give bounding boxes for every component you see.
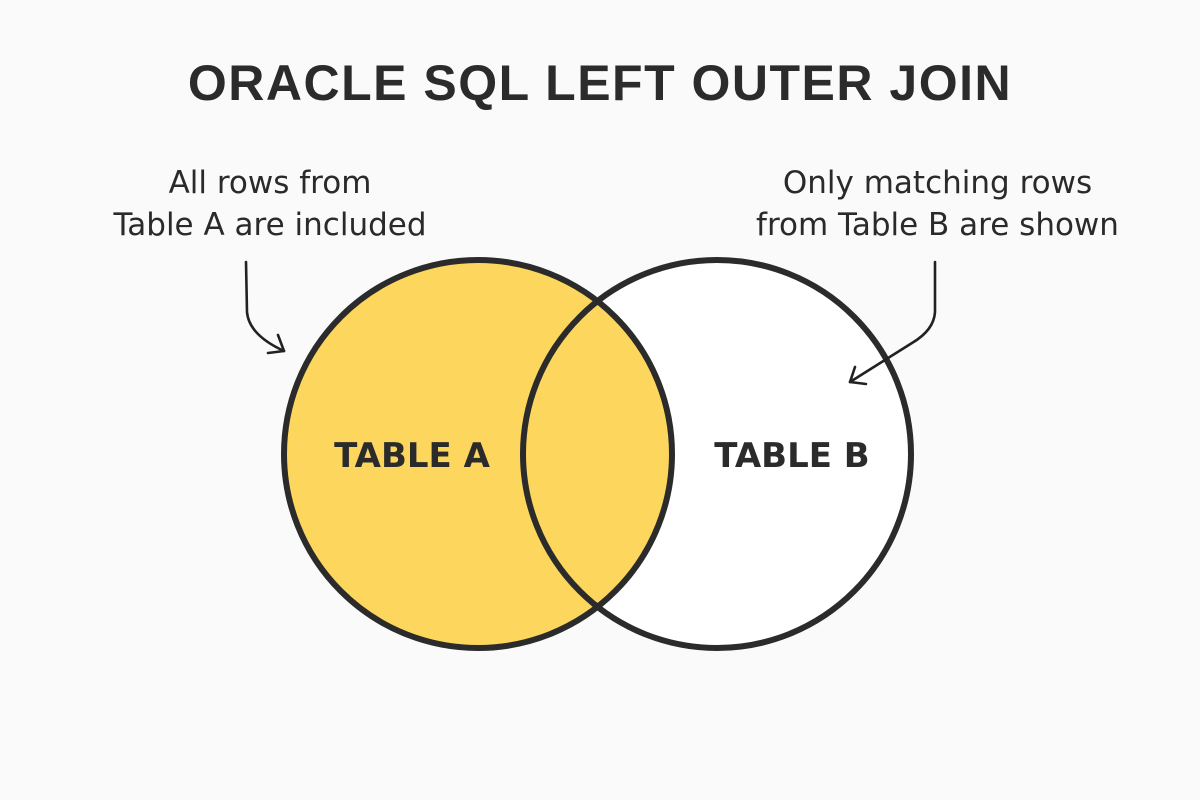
table-b-label: TABLE B — [714, 436, 869, 476]
left-annotation: All rows from Table A are included — [100, 162, 440, 246]
table-a-label: TABLE A — [334, 436, 491, 476]
left-annotation-line-1: All rows from — [168, 165, 372, 201]
right-annotation-line-1: Only matching rows — [782, 165, 1093, 201]
left-arrow-icon — [244, 260, 286, 355]
left-annotation-line-2: Table A are included — [113, 207, 427, 243]
intersection-region — [523, 260, 672, 648]
right-arrow-icon — [848, 260, 937, 386]
right-annotation-line-2: from Table B are shown — [756, 207, 1119, 243]
right-annotation: Only matching rows from Table B are show… — [740, 162, 1135, 246]
diagram-title: ORACLE SQL LEFT OUTER JOIN — [187, 55, 1013, 111]
table-a-circle-outline — [281, 257, 675, 651]
table-b-circle-outline — [520, 257, 914, 651]
